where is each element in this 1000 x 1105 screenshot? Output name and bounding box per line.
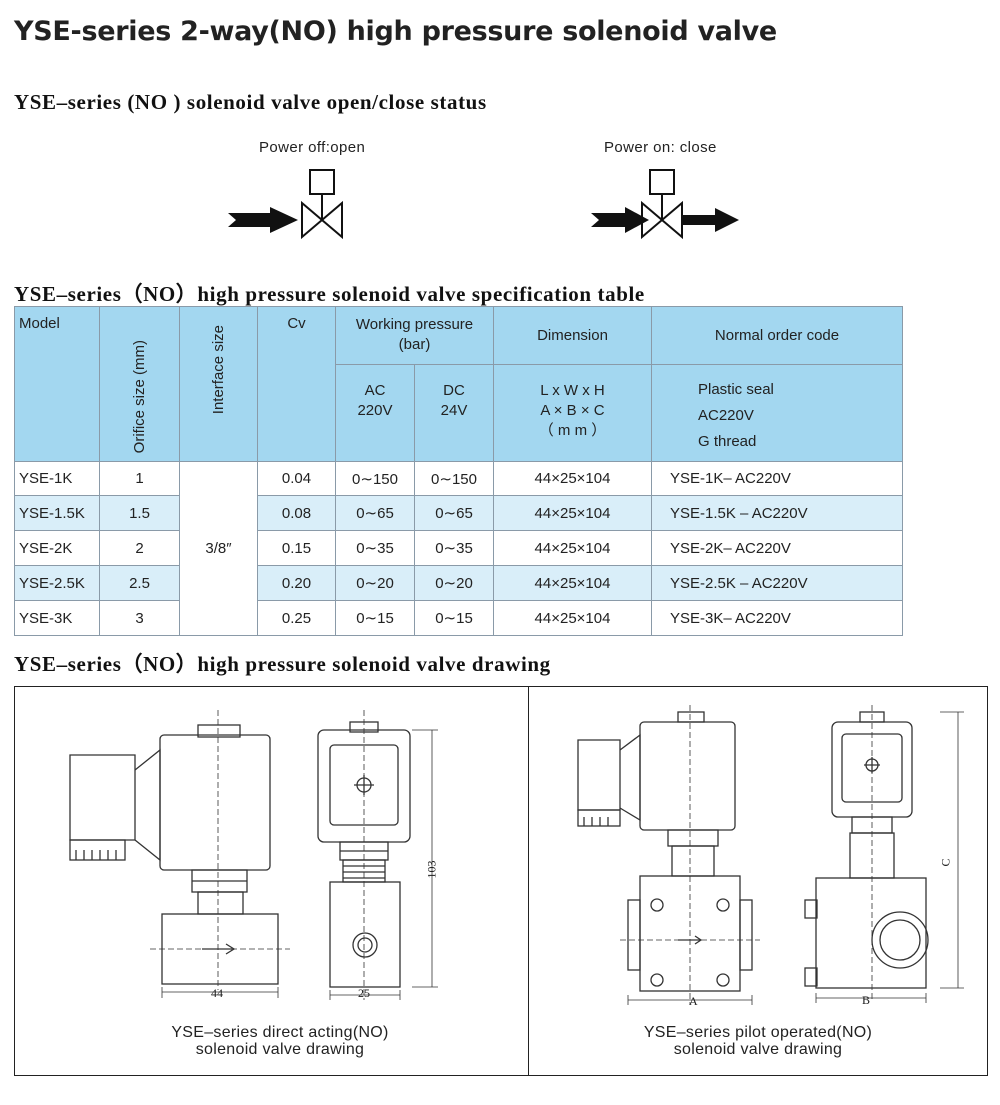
dim-b-label: B — [862, 993, 871, 1007]
header-working-pressure: Working pressure (bar) — [335, 306, 494, 365]
cell-dimension: 44×25×104 — [493, 530, 652, 566]
status-section-heading: YSE–series (NO ) solenoid valve open/clo… — [14, 90, 487, 114]
cell-ac: 0∼35 — [335, 530, 415, 566]
cell-ac: 0∼15 — [335, 600, 415, 636]
header-dc: DC 24V — [414, 364, 494, 462]
table-row: YSE-1.5K 1.5 0.08 0∼65 0∼65 44×25×104 YS… — [14, 495, 903, 531]
cell-order-code: YSE-1K– AC220V — [651, 461, 903, 496]
cell-cv: 0.20 — [257, 565, 336, 601]
cell-dimension: 44×25×104 — [493, 600, 652, 636]
header-dimension-sub: L x W x H A × B × C （ m m ） — [493, 364, 652, 462]
cell-dc: 0∼150 — [414, 461, 494, 496]
drawing-divider — [528, 686, 529, 1076]
header-ac: AC 220V — [335, 364, 415, 462]
cell-order-code: YSE-2K– AC220V — [651, 530, 903, 566]
cell-cv: 0.08 — [257, 495, 336, 531]
cell-model: YSE-2.5K — [14, 565, 100, 601]
dim-a-label: A — [689, 994, 698, 1008]
header-orifice: Orifice size (mm) — [99, 306, 180, 462]
cell-ac: 0∼20 — [335, 565, 415, 601]
inlet-arrow-icon — [591, 207, 649, 233]
cell-model: YSE-3K — [14, 600, 100, 636]
cell-orifice: 2.5 — [99, 565, 180, 601]
dim-height-label: 103 — [424, 860, 439, 879]
cell-ac: 0∼65 — [335, 495, 415, 531]
cell-model: YSE-2K — [14, 530, 100, 566]
table-row: YSE-1K 1 3/8″ 0.04 0∼150 0∼150 44×25×104… — [14, 461, 903, 636]
cell-interface: 3/8″ — [179, 461, 258, 636]
cell-order-code: YSE-1.5K – AC220V — [651, 495, 903, 531]
cell-order-code: YSE-2.5K – AC220V — [651, 565, 903, 601]
right-drawing-caption: YSE–series pilot operated(NO) solenoid v… — [643, 1024, 873, 1058]
dim-length-label: 44 — [211, 986, 223, 1000]
cell-dc: 0∼15 — [414, 600, 494, 636]
cell-model: YSE-1.5K — [14, 495, 100, 531]
header-order-code: Normal order code — [651, 306, 903, 365]
dim-c-label: C — [938, 858, 953, 867]
cell-cv: 0.04 — [257, 461, 336, 496]
table-row: YSE-3K 3 0.25 0∼15 0∼15 44×25×104 YSE-3K… — [14, 600, 903, 636]
cell-cv: 0.15 — [257, 530, 336, 566]
power-on-label: Power on: close — [604, 139, 717, 156]
pilot-operated-drawing — [577, 705, 964, 1005]
outlet-arrow-icon — [681, 208, 739, 232]
cell-dimension: 44×25×104 — [493, 565, 652, 601]
cell-ac: 0∼150 — [335, 461, 415, 496]
cell-dc: 0∼65 — [414, 495, 494, 531]
header-cv: Cv — [257, 306, 336, 462]
header-dimension: Dimension — [493, 306, 652, 365]
drawing-section-heading: YSE–series（NO）high pressure solenoid val… — [14, 652, 551, 676]
dim-width-label: 25 — [358, 986, 370, 1000]
spec-section-heading: YSE–series（NO）high pressure solenoid val… — [14, 282, 645, 306]
cell-dc: 0∼20 — [414, 565, 494, 601]
header-model: Model — [14, 306, 100, 462]
cell-dimension: 44×25×104 — [493, 461, 652, 496]
cell-orifice: 3 — [99, 600, 180, 636]
table-row: YSE-2K 2 0.15 0∼35 0∼35 44×25×104 YSE-2K… — [14, 530, 903, 566]
page-title: YSE-series 2-way(NO) high pressure solen… — [14, 16, 777, 47]
header-interface: Interface size — [179, 306, 258, 462]
spec-table: Model Orifice size (mm) Interface size C… — [14, 306, 903, 636]
left-drawing-caption: YSE–series direct acting(NO) solenoid va… — [171, 1024, 389, 1058]
table-row: YSE-2.5K 2.5 0.20 0∼20 0∼20 44×25×104 YS… — [14, 565, 903, 601]
cell-orifice: 1 — [99, 461, 180, 496]
cell-orifice: 1.5 — [99, 495, 180, 531]
cell-order-code: YSE-3K– AC220V — [651, 600, 903, 636]
cell-dc: 0∼35 — [414, 530, 494, 566]
direct-acting-drawing — [69, 710, 438, 1000]
cell-cv: 0.25 — [257, 600, 336, 636]
inlet-arrow-icon — [228, 207, 298, 233]
cell-dimension: 44×25×104 — [493, 495, 652, 531]
cell-orifice: 2 — [99, 530, 180, 566]
valve-open-symbol — [228, 169, 343, 240]
power-off-label: Power off:open — [259, 139, 366, 156]
drawing-frame — [14, 686, 988, 1076]
cell-model: YSE-1K — [14, 461, 100, 496]
valve-closed-symbol — [591, 169, 739, 240]
header-order-code-sub: Plastic seal AC220V G thread — [651, 364, 903, 462]
